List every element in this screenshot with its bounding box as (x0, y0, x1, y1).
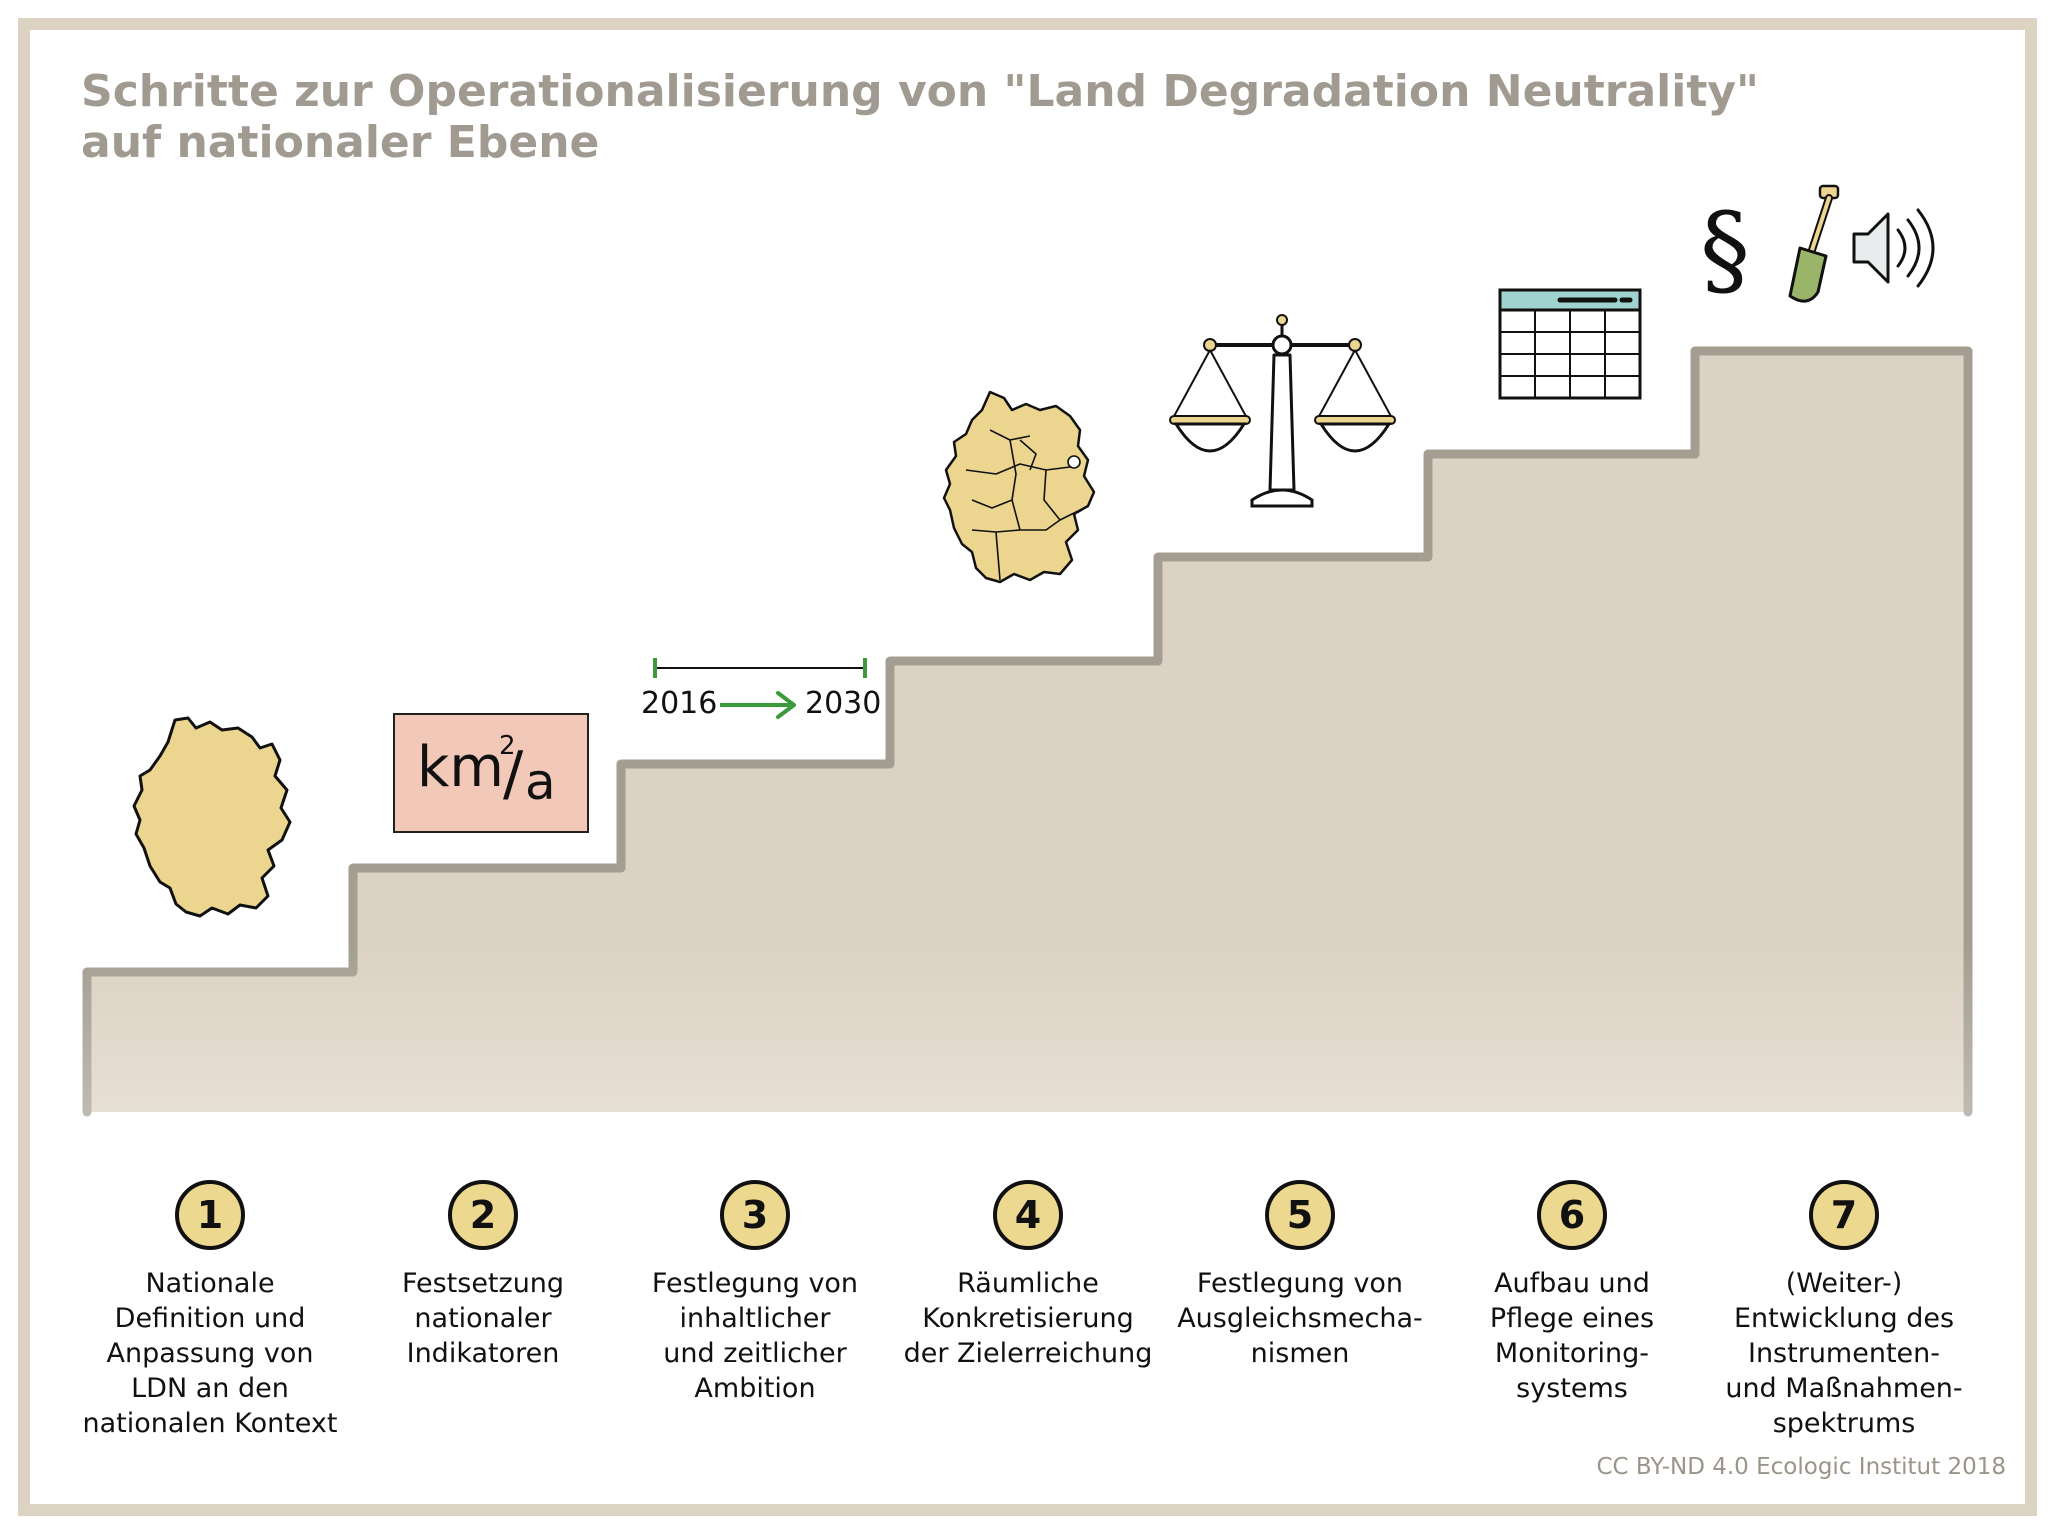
title-line-2: auf nationaler Ebene (81, 117, 600, 168)
unit-main: km (417, 735, 504, 800)
scales-icon (1169, 314, 1396, 508)
germany-states-map-icon (942, 390, 1096, 584)
step-number-badge: 4 (993, 1180, 1063, 1250)
unit-superscript: 2 (499, 731, 516, 761)
step-label: Festlegung von Ausgleichsmecha- nismen (1177, 1268, 1423, 1369)
step-number-badge: 7 (1809, 1180, 1879, 1250)
step-3: 3 Festlegung von inhaltlicher und zeitli… (620, 1180, 890, 1406)
step-number-badge: 6 (1537, 1180, 1607, 1250)
step-label: Aufbau und Pflege eines Monitoring- syst… (1489, 1268, 1655, 1404)
timeline-start-year: 2016 (641, 686, 718, 721)
step-6: 6 Aufbau und Pflege eines Monitoring- sy… (1437, 1180, 1707, 1406)
timeline-icon (653, 658, 867, 719)
unit-box-icon: km 2 / a (393, 713, 589, 833)
step-7: 7 (Weiter-) Entwicklung des Instrumenten… (1709, 1180, 1979, 1441)
paragraph-icon: § (1700, 191, 1750, 308)
step-1: 1 Nationale Definition und Anpassung von… (75, 1180, 345, 1441)
page-title: Schritte zur Operationalisierung von "La… (81, 66, 1881, 168)
step-5: 5 Festlegung von Ausgleichsmecha- nismen (1165, 1180, 1435, 1371)
germany-map-icon (132, 716, 292, 918)
timeline-end-year: 2030 (805, 686, 882, 721)
step-2: 2 Festsetzung nationaler Indikatoren (348, 1180, 618, 1371)
staircase-edge (82, 346, 1973, 1117)
step-number-badge: 3 (720, 1180, 790, 1250)
speaker-icon (1852, 208, 1935, 288)
step-4: 4 Räumliche Konkretisierung der Zielerre… (893, 1180, 1163, 1371)
table-icon (1498, 288, 1642, 400)
title-line-1: Schritte zur Operationalisierung von "La… (81, 66, 1759, 117)
step-number-badge: 1 (175, 1180, 245, 1250)
step-label: (Weiter-) Entwicklung des Instrumenten- … (1725, 1268, 1963, 1439)
step-number-badge: 2 (448, 1180, 518, 1250)
credit-line: CC BY-ND 4.0 Ecologic Institut 2018 (1596, 1454, 2006, 1480)
step-number-badge: 5 (1265, 1180, 1335, 1250)
step-label: Nationale Definition und Anpassung von L… (82, 1268, 338, 1439)
spade-icon (1788, 184, 1840, 303)
step-label: Räumliche Konkretisierung der Zielerreic… (903, 1268, 1153, 1369)
step-label: Festsetzung nationaler Indikatoren (401, 1268, 565, 1369)
unit-denominator: a (525, 753, 556, 811)
staircase-fill (87, 351, 1968, 1112)
step-label: Festlegung von inhaltlicher und zeitlich… (651, 1268, 859, 1404)
unit-slash: / (503, 739, 524, 809)
